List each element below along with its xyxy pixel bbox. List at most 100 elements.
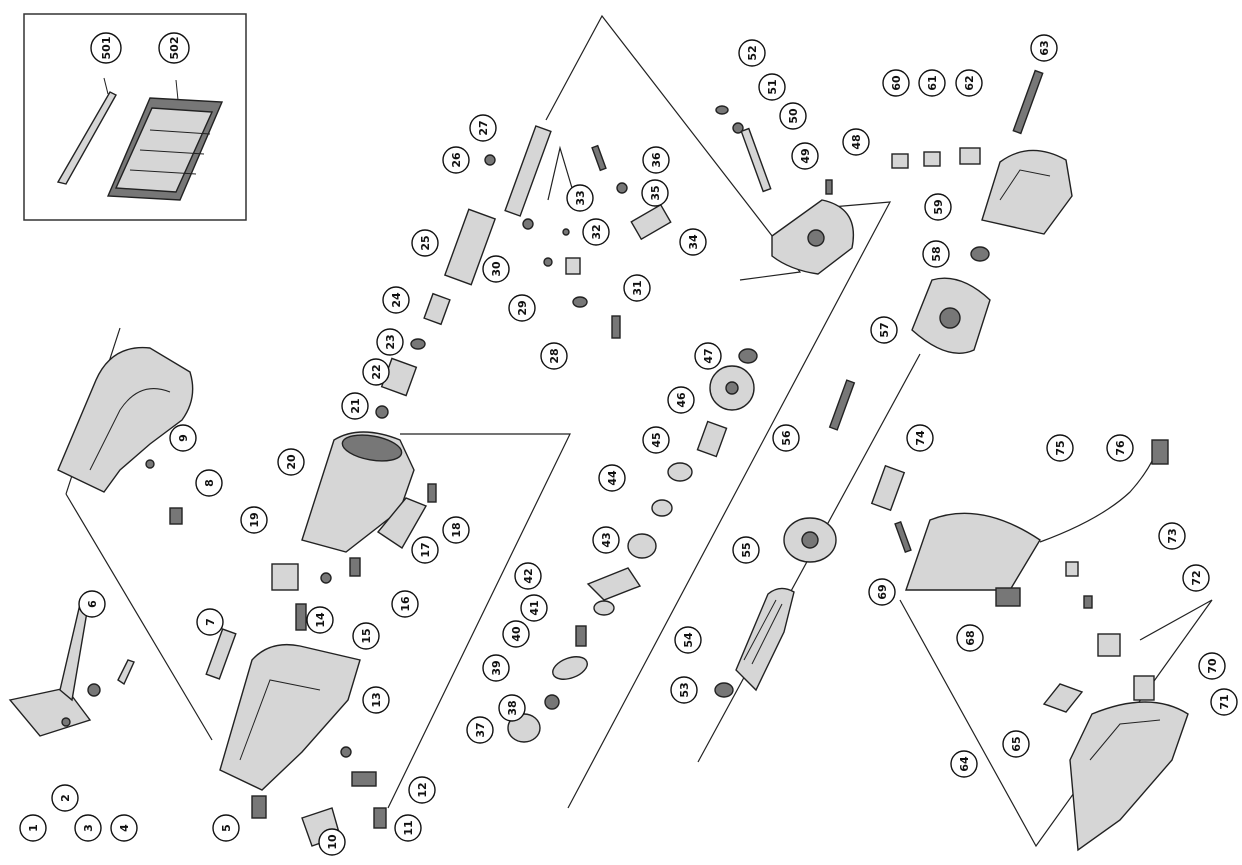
callout-number: 55 bbox=[740, 542, 753, 557]
callout-number: 51 bbox=[766, 79, 779, 94]
callout-number: 31 bbox=[631, 280, 644, 295]
callout-number: 36 bbox=[650, 152, 663, 168]
callout-32: 32 bbox=[582, 218, 610, 246]
callout-20: 20 bbox=[277, 448, 305, 476]
callout-number: 13 bbox=[370, 692, 383, 707]
washer-51 bbox=[732, 122, 744, 134]
callout-circle bbox=[341, 392, 369, 420]
shoe-plate bbox=[8, 687, 92, 737]
callout-number: 16 bbox=[399, 596, 412, 612]
callout-circle bbox=[623, 274, 651, 302]
callout-56: 56 bbox=[772, 424, 800, 452]
callout-circle bbox=[868, 578, 896, 606]
callout-13: 13 bbox=[362, 686, 390, 714]
callout-circle bbox=[1106, 434, 1134, 462]
callout-63: 63 bbox=[1030, 34, 1058, 62]
callout-number: 26 bbox=[450, 152, 463, 168]
ring-23 bbox=[410, 338, 426, 350]
callout-number: 43 bbox=[600, 532, 613, 547]
callout-73: 73 bbox=[1158, 522, 1186, 550]
callout-number: 34 bbox=[687, 234, 700, 250]
washer-35 bbox=[616, 182, 628, 194]
callout-number: 47 bbox=[702, 348, 715, 363]
callout-21: 21 bbox=[341, 392, 369, 420]
sleeve-24 bbox=[423, 292, 451, 326]
bearing-58 bbox=[970, 246, 990, 262]
callout-circle bbox=[956, 624, 984, 652]
callout-circle bbox=[882, 69, 910, 97]
callout-number: 502 bbox=[168, 37, 181, 60]
plug-76 bbox=[1151, 439, 1169, 465]
nut-29 bbox=[543, 257, 553, 267]
callout-circle bbox=[667, 386, 695, 414]
callout-circle bbox=[906, 424, 934, 452]
crank-42 bbox=[586, 567, 642, 601]
callout-circle bbox=[19, 814, 47, 842]
callout-number: 19 bbox=[248, 512, 261, 527]
switch-65 bbox=[1042, 683, 1084, 713]
callout-circle bbox=[306, 606, 334, 634]
saw-blade bbox=[56, 91, 117, 185]
washer-41 bbox=[593, 600, 615, 616]
callout-number: 50 bbox=[787, 108, 800, 124]
callout-circle bbox=[508, 294, 536, 322]
callout-number: 11 bbox=[402, 820, 415, 835]
callout-number: 8 bbox=[203, 479, 216, 487]
callout-68: 68 bbox=[956, 624, 984, 652]
callout-number: 29 bbox=[516, 300, 529, 315]
callout-circle bbox=[78, 590, 106, 618]
bearing-43 bbox=[627, 533, 657, 559]
callout-circle bbox=[1182, 564, 1210, 592]
plunger-25 bbox=[443, 208, 497, 286]
callout-circle bbox=[169, 424, 197, 452]
callout-circle bbox=[1158, 522, 1186, 550]
callout-circle bbox=[90, 32, 122, 64]
callout-57: 57 bbox=[870, 316, 898, 344]
washer-21 bbox=[375, 405, 389, 419]
callout-6: 6 bbox=[78, 590, 106, 618]
callout-22: 22 bbox=[362, 358, 390, 386]
callout-17: 17 bbox=[411, 536, 439, 564]
washer-15 bbox=[320, 572, 332, 584]
callout-44: 44 bbox=[598, 464, 626, 492]
callout-circle bbox=[195, 469, 223, 497]
callout-number: 45 bbox=[650, 432, 663, 447]
callout-circle bbox=[842, 128, 870, 156]
callout-25: 25 bbox=[411, 229, 439, 257]
callout-number: 501 bbox=[100, 37, 113, 60]
callout-501: 501 bbox=[90, 32, 122, 64]
callout-circle bbox=[240, 506, 268, 534]
callout-number: 42 bbox=[522, 568, 535, 583]
callout-number: 39 bbox=[490, 660, 503, 675]
callout-27: 27 bbox=[469, 114, 497, 142]
callout-number: 27 bbox=[477, 120, 490, 135]
callout-number: 71 bbox=[1218, 694, 1231, 709]
callout-circle bbox=[779, 102, 807, 130]
callout-number: 18 bbox=[450, 522, 463, 537]
callout-number: 21 bbox=[349, 398, 362, 413]
callout-number: 65 bbox=[1010, 736, 1023, 751]
callout-number: 54 bbox=[682, 632, 695, 648]
callout-502: 502 bbox=[158, 32, 190, 64]
callout-71: 71 bbox=[1210, 688, 1238, 716]
callout-number: 70 bbox=[1206, 658, 1219, 674]
callout-number: 52 bbox=[746, 45, 759, 60]
callout-circle bbox=[498, 694, 526, 722]
pin-36 bbox=[591, 144, 607, 172]
washer-13 bbox=[340, 746, 352, 758]
pin-48 bbox=[825, 179, 833, 195]
callout-circle bbox=[466, 716, 494, 744]
handle-cover-64 bbox=[1069, 701, 1189, 852]
callout-12: 12 bbox=[408, 776, 436, 804]
motor-housing-59 bbox=[981, 149, 1073, 235]
bolt-31 bbox=[611, 315, 621, 339]
callout-number: 44 bbox=[606, 470, 619, 486]
callout-26: 26 bbox=[442, 146, 470, 174]
switch-71 bbox=[1133, 675, 1155, 701]
callout-circle bbox=[158, 32, 190, 64]
callout-75: 75 bbox=[1046, 434, 1074, 462]
callout-15: 15 bbox=[352, 622, 380, 650]
callout-circle bbox=[955, 69, 983, 97]
callout-circle bbox=[641, 179, 669, 207]
gear-housing bbox=[219, 643, 361, 791]
